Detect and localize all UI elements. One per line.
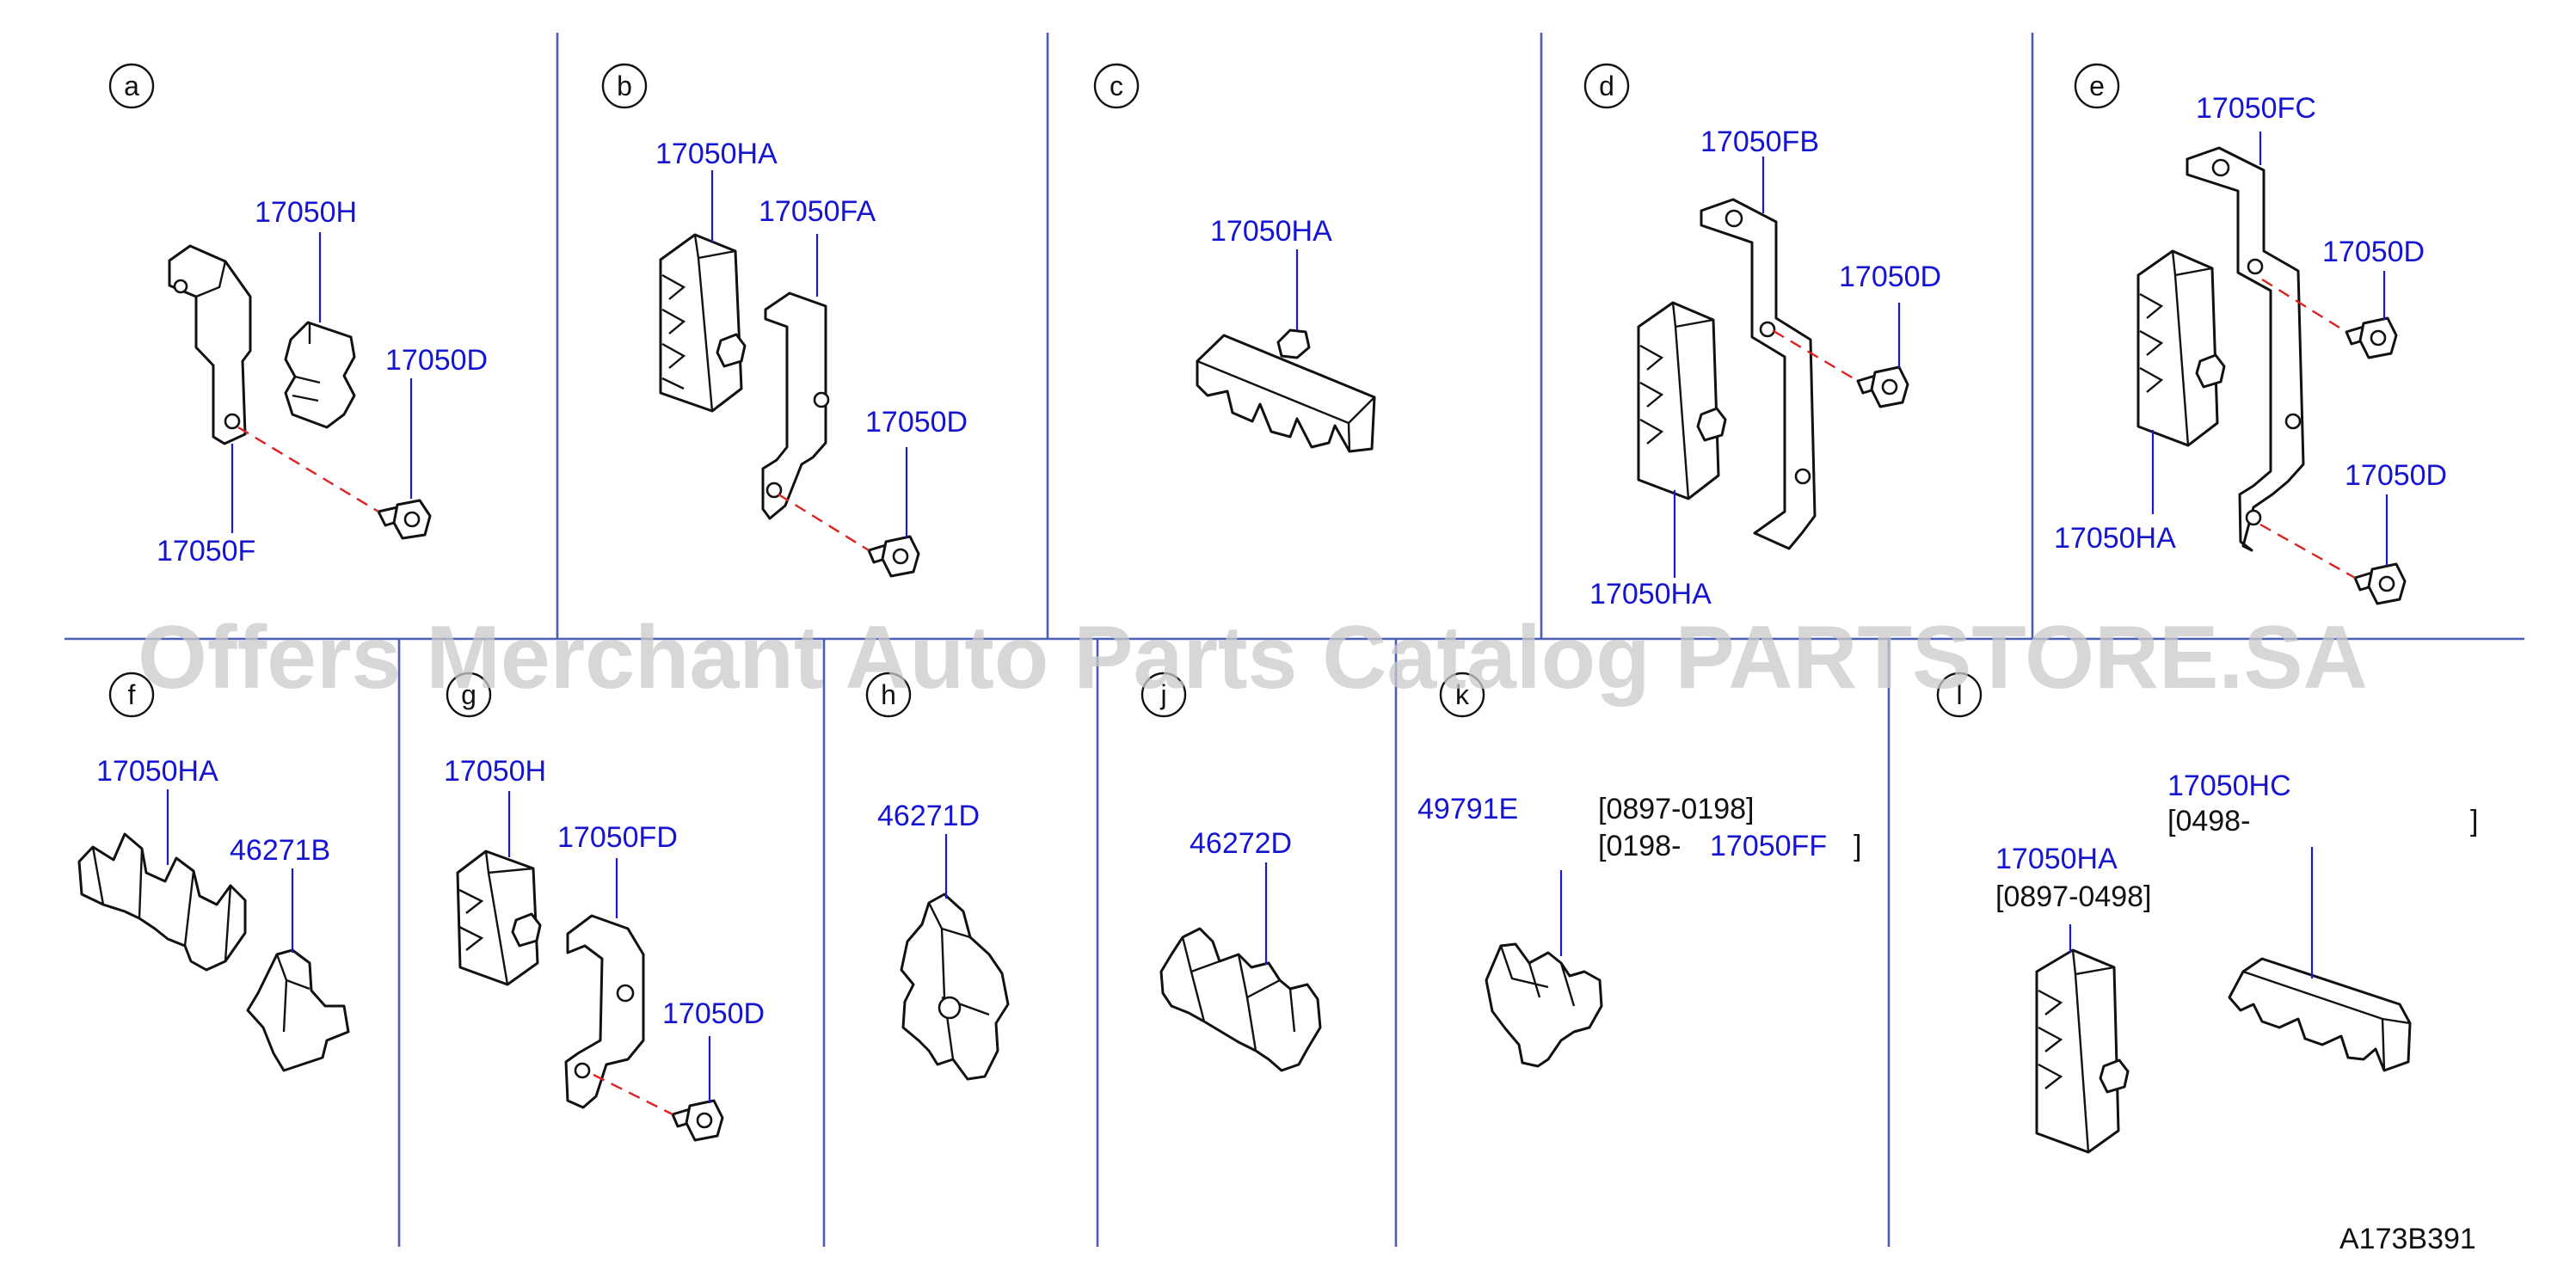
clip-part-g <box>456 850 542 986</box>
panel-letter: e <box>2089 71 2105 101</box>
part-number-label: 17050D <box>1839 261 1941 293</box>
part-number-label: 17050D <box>2345 459 2447 492</box>
panel-letter-circle <box>108 63 155 109</box>
part-number-label: 17050D <box>2322 236 2425 268</box>
panel-letter-circle <box>1936 672 1983 718</box>
bolt-part-g <box>671 1099 724 1142</box>
part-number-label: 17050FA <box>759 195 876 228</box>
dash-line <box>2261 278 2347 334</box>
panel-letter-circle <box>865 672 912 718</box>
part-number-label: 17050D <box>662 997 765 1030</box>
date-range-label: ] <box>1854 830 1861 862</box>
panel-g: g 17050H 17050FD 17050D <box>444 672 765 1142</box>
panel-letter: h <box>881 679 896 710</box>
panel-letter: g <box>461 679 476 710</box>
diagram-code: A173B391 <box>2339 1223 2476 1255</box>
panel-dividers <box>65 33 2524 1247</box>
bracket-part-b <box>761 291 830 520</box>
part-number-label: 17050FF <box>1710 830 1827 862</box>
clip-part-f <box>77 832 247 972</box>
dash-line <box>1773 329 1859 383</box>
panel-c: c 17050HA <box>1093 63 1376 453</box>
clip-part-e <box>2136 249 2226 447</box>
part-number-label: 17050D <box>865 406 968 439</box>
watermark-text: Offers Merchant Auto Parts Catalog PARTS… <box>138 608 2368 708</box>
part-number-label: 17050HA <box>1995 843 2118 875</box>
date-range-label: [0897-0498] <box>1995 880 2152 913</box>
date-range-label: ] <box>2470 805 2478 837</box>
panel-l: l 17050HC [0498- ] 17050HA [0897-0498] <box>1936 672 2478 1154</box>
panel-letter: l <box>1956 679 1962 710</box>
part-number-label: 17050FC <box>2196 92 2316 125</box>
panel-a: a 17050H 17050D 17050F <box>108 63 488 567</box>
part-number-label: 17050HA <box>655 138 778 170</box>
part-number-label: 17050FD <box>557 821 678 854</box>
clip-part-k <box>1485 942 1603 1068</box>
bracket-part-g <box>564 914 645 1109</box>
clip-part-l2 <box>2228 957 2412 1072</box>
clip-part-j <box>1159 927 1322 1072</box>
panel-letter: f <box>128 679 136 710</box>
panel-k: k 49791E [0897-0198] [0198- 17050FF ] <box>1417 672 1861 1068</box>
panel-b: b 17050HA 17050FA 17050D <box>601 63 968 578</box>
part-number-label: 49791E <box>1417 793 1518 825</box>
date-range-label: [0498- <box>2167 805 2250 837</box>
panel-letter-circle <box>1583 63 1630 109</box>
panel-e: e 17050FC 17050D <box>2054 63 2447 605</box>
panel-letter-circle <box>601 63 648 109</box>
clip-part-b <box>659 233 747 413</box>
retainer-part-f <box>246 948 350 1072</box>
dash-line <box>237 426 379 513</box>
part-number-label: 17050HA <box>1589 578 1712 610</box>
part-number-label: 46272D <box>1190 827 1292 860</box>
bolt-part-e2 <box>2353 562 2407 605</box>
panel-h: h 46271D <box>865 672 1010 1081</box>
part-number-label: 46271D <box>877 800 980 832</box>
part-number-label: 17050H <box>255 196 357 229</box>
part-number-label: 17050D <box>385 344 488 377</box>
clip-part-l1 <box>2035 948 2130 1154</box>
panel-letter: j <box>1159 679 1166 710</box>
bolt-part-d <box>1856 365 1909 408</box>
part-number-label: 17050HC <box>2167 770 2291 802</box>
panel-letter-circle <box>1439 672 1485 718</box>
bolt-part-b <box>867 535 920 578</box>
panel-letter-circle <box>2074 63 2120 109</box>
clip-part-a <box>284 321 356 429</box>
part-number-label: 17050HA <box>96 755 218 788</box>
panel-letter: k <box>1455 679 1470 710</box>
clip-part-d <box>1637 301 1727 500</box>
bracket-part-d <box>1700 198 1817 550</box>
panel-letter-circle <box>446 672 492 718</box>
part-number-label: 17050HA <box>1210 215 1332 248</box>
dash-line <box>2259 523 2356 580</box>
clip-part-h <box>900 893 1010 1081</box>
panel-letter: b <box>617 71 632 101</box>
part-number-label: 17050F <box>157 535 255 567</box>
part-number-label: 17050HA <box>2054 522 2176 555</box>
part-number-label: 17050FB <box>1700 126 1819 158</box>
part-number-label: 46271B <box>230 834 330 867</box>
date-range-label: [0897-0198] <box>1598 793 1755 825</box>
panel-letter: a <box>124 71 139 101</box>
panel-j: j 46272D <box>1140 672 1322 1072</box>
part-number-label: 17050H <box>444 755 546 788</box>
bracket-part-e <box>2186 146 2305 552</box>
bracket-part-a <box>168 244 252 445</box>
bolt-part-e <box>2345 316 2398 359</box>
panel-letter-circle <box>108 672 155 718</box>
panel-letter: d <box>1599 71 1614 101</box>
clip-part-c <box>1196 328 1376 453</box>
bolt-part-a <box>377 499 432 540</box>
date-range-label: [0198- <box>1598 830 1681 862</box>
panel-letter-circle <box>1093 63 1140 109</box>
panel-letter-circle <box>1140 672 1187 718</box>
panel-letter: c <box>1110 71 1123 101</box>
panel-f: f 17050HA 46271B <box>77 672 350 1072</box>
dash-line <box>593 1073 673 1116</box>
panel-d: d 17050FB 17050D 17050HA <box>1583 63 1941 610</box>
dash-line <box>778 493 870 552</box>
